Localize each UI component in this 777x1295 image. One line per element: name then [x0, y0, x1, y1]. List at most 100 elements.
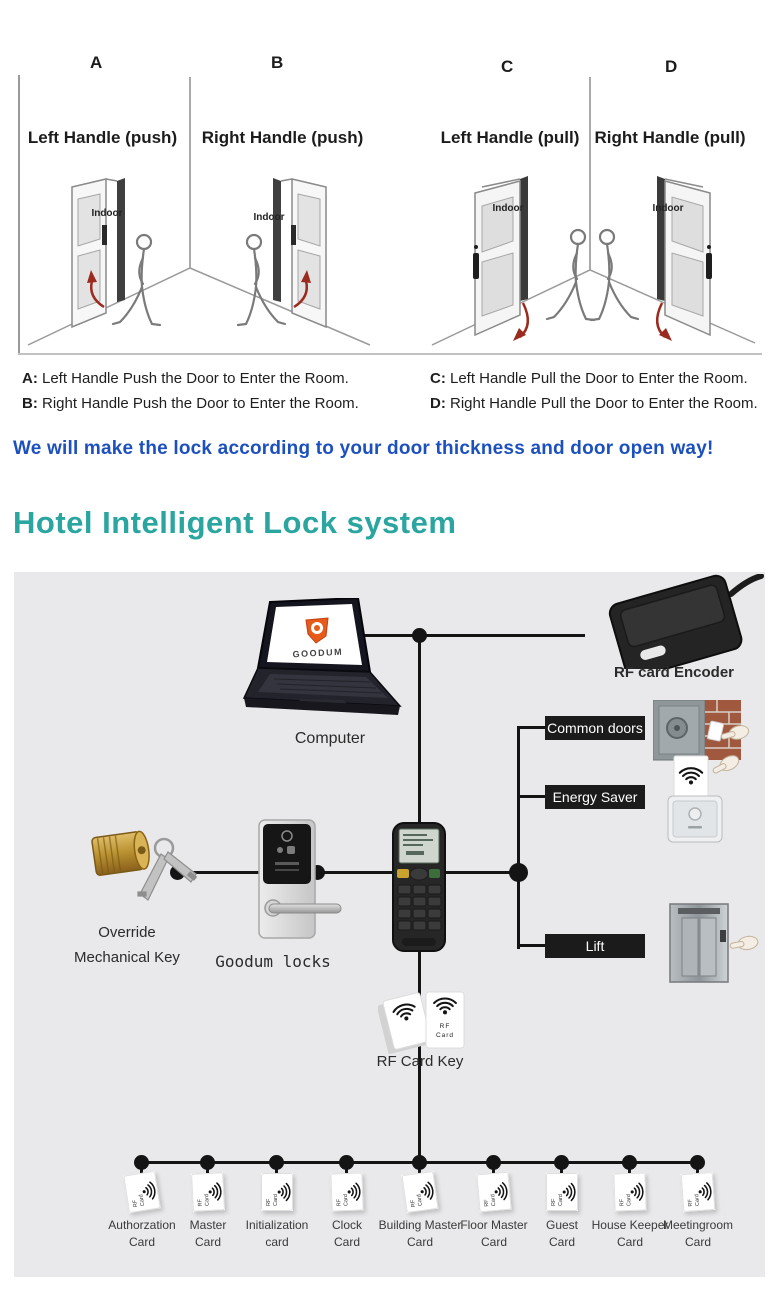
- note-key: C:: [430, 370, 446, 387]
- section-heading: Hotel Intelligent Lock system: [13, 505, 457, 540]
- junction-dot: [269, 1155, 284, 1170]
- panel-letter-a: A: [90, 53, 103, 72]
- junction-dot: [554, 1155, 569, 1170]
- rf-card-text: RF: [440, 1023, 451, 1030]
- connector-line: [345, 1163, 348, 1177]
- card-label-line: Meetingroom: [662, 1218, 734, 1232]
- panel-title-c: Left Handle (pull): [440, 128, 580, 147]
- connector-line: [517, 726, 520, 949]
- override-key-image: [91, 830, 198, 901]
- computer-logo-text: GOODUM: [292, 647, 343, 660]
- promo-line: We will make the lock according to your …: [13, 438, 714, 459]
- connector-line: [492, 1163, 495, 1177]
- indoor-tag-c: Indoor: [492, 203, 524, 214]
- junction-dot: [622, 1155, 637, 1170]
- junction-dot: [486, 1155, 501, 1170]
- note-text: Right Handle Push the Door to Enter the …: [42, 395, 359, 412]
- energy-saver-image: [667, 754, 742, 843]
- connector-line: [140, 1163, 143, 1177]
- door-diagram-pull: [431, 77, 756, 346]
- card-label-line: Card: [194, 1235, 221, 1249]
- card-label-line: Master: [189, 1218, 227, 1232]
- connector-line: [519, 944, 547, 947]
- card-label-line: Card: [684, 1235, 711, 1249]
- card-label-line: Card: [406, 1235, 433, 1249]
- note-d: D: Right Handle Pull the Door to Enter t…: [430, 395, 758, 412]
- card-label-line: Initialization: [245, 1218, 309, 1232]
- card-label-line: Authorzation: [108, 1218, 176, 1232]
- card-label-initialization: Initialization card: [232, 1217, 322, 1251]
- rf-card-building-master: [401, 1170, 439, 1214]
- connector-line: [418, 1163, 421, 1177]
- rf-card-key-label: RF Card Key: [376, 1053, 464, 1070]
- connector-line: [628, 1163, 631, 1177]
- junction-dot: [412, 628, 427, 643]
- indoor-tag-a: Indoor: [91, 208, 123, 219]
- card-label-line: Clock: [331, 1218, 362, 1232]
- rf-card-authorization: [123, 1170, 161, 1214]
- connector-line: [275, 1163, 278, 1177]
- computer-label: Computer: [294, 730, 366, 747]
- note-a: A: Left Handle Push the Door to Enter th…: [22, 370, 349, 387]
- portable-programmer-image: [392, 822, 446, 952]
- connector-line: [519, 795, 547, 798]
- panel-title-d: Right Handle (pull): [594, 128, 746, 147]
- rf-card-meetingroom: [680, 1171, 716, 1213]
- note-b: B: Right Handle Push the Door to Enter t…: [22, 395, 359, 412]
- rf-card-floor-master: [476, 1171, 512, 1213]
- card-label-line: Card: [548, 1235, 575, 1249]
- panel-letter-d: D: [665, 57, 678, 76]
- note-text: Left Handle Push the Door to Enter the R…: [42, 370, 349, 387]
- panel-letter-b: B: [271, 53, 284, 72]
- note-text: Right Handle Pull the Door to Enter the …: [450, 395, 758, 412]
- note-key: A:: [22, 370, 38, 387]
- card-label-line: Building Master: [378, 1218, 462, 1232]
- connector-line: [345, 634, 585, 637]
- panel-title-b: Right Handle (push): [201, 128, 364, 147]
- lock-system-diagram: Common doors Energy Saver Lift GOODUM Co…: [14, 572, 765, 1277]
- card-label-line: card: [265, 1235, 289, 1249]
- branch-tag-lift: Lift: [545, 934, 645, 958]
- rf-card-encoder-image: [608, 574, 764, 669]
- note-c: C: Left Handle Pull the Door to Enter th…: [430, 370, 748, 387]
- note-key: B:: [22, 395, 38, 412]
- panel-letter-c: C: [501, 57, 514, 76]
- door-diagram-push: [27, 77, 371, 346]
- branch-tag-common-doors: Common doors: [545, 716, 645, 740]
- card-label-line: House Keeper: [591, 1218, 669, 1232]
- junction-dot: [339, 1155, 354, 1170]
- override-label-line2: Mechanical Key: [74, 949, 180, 966]
- card-label-line: Card: [616, 1235, 643, 1249]
- panel-title-a: Left Handle (push): [27, 128, 178, 147]
- card-label-line: Card: [480, 1235, 507, 1249]
- guide-left-border: [18, 75, 20, 353]
- junction-dot: [134, 1155, 149, 1170]
- common-doors-image: [653, 700, 751, 761]
- card-label-line: Card: [333, 1235, 360, 1249]
- rf-card-key-image: RF Card: [378, 991, 465, 1054]
- goodum-locks-label: Goodum locks: [215, 952, 331, 971]
- indoor-tag-d: Indoor: [652, 203, 684, 214]
- note-key: D:: [430, 395, 446, 412]
- override-label-line1: Override: [98, 924, 156, 941]
- connector-line: [178, 871, 519, 874]
- computer-image: GOODUM: [242, 598, 402, 715]
- card-label-line: Card: [128, 1235, 155, 1249]
- junction-dot: [200, 1155, 215, 1170]
- junction-dot: [690, 1155, 705, 1170]
- card-label-line: Guest: [545, 1218, 578, 1232]
- connector-line: [560, 1163, 563, 1177]
- guide-bottom-border: [18, 353, 762, 355]
- rf-card-clock: [330, 1172, 364, 1212]
- connector-line: [206, 1163, 209, 1177]
- goodum-lock-image: [258, 819, 342, 939]
- junction-dot: [412, 1155, 427, 1170]
